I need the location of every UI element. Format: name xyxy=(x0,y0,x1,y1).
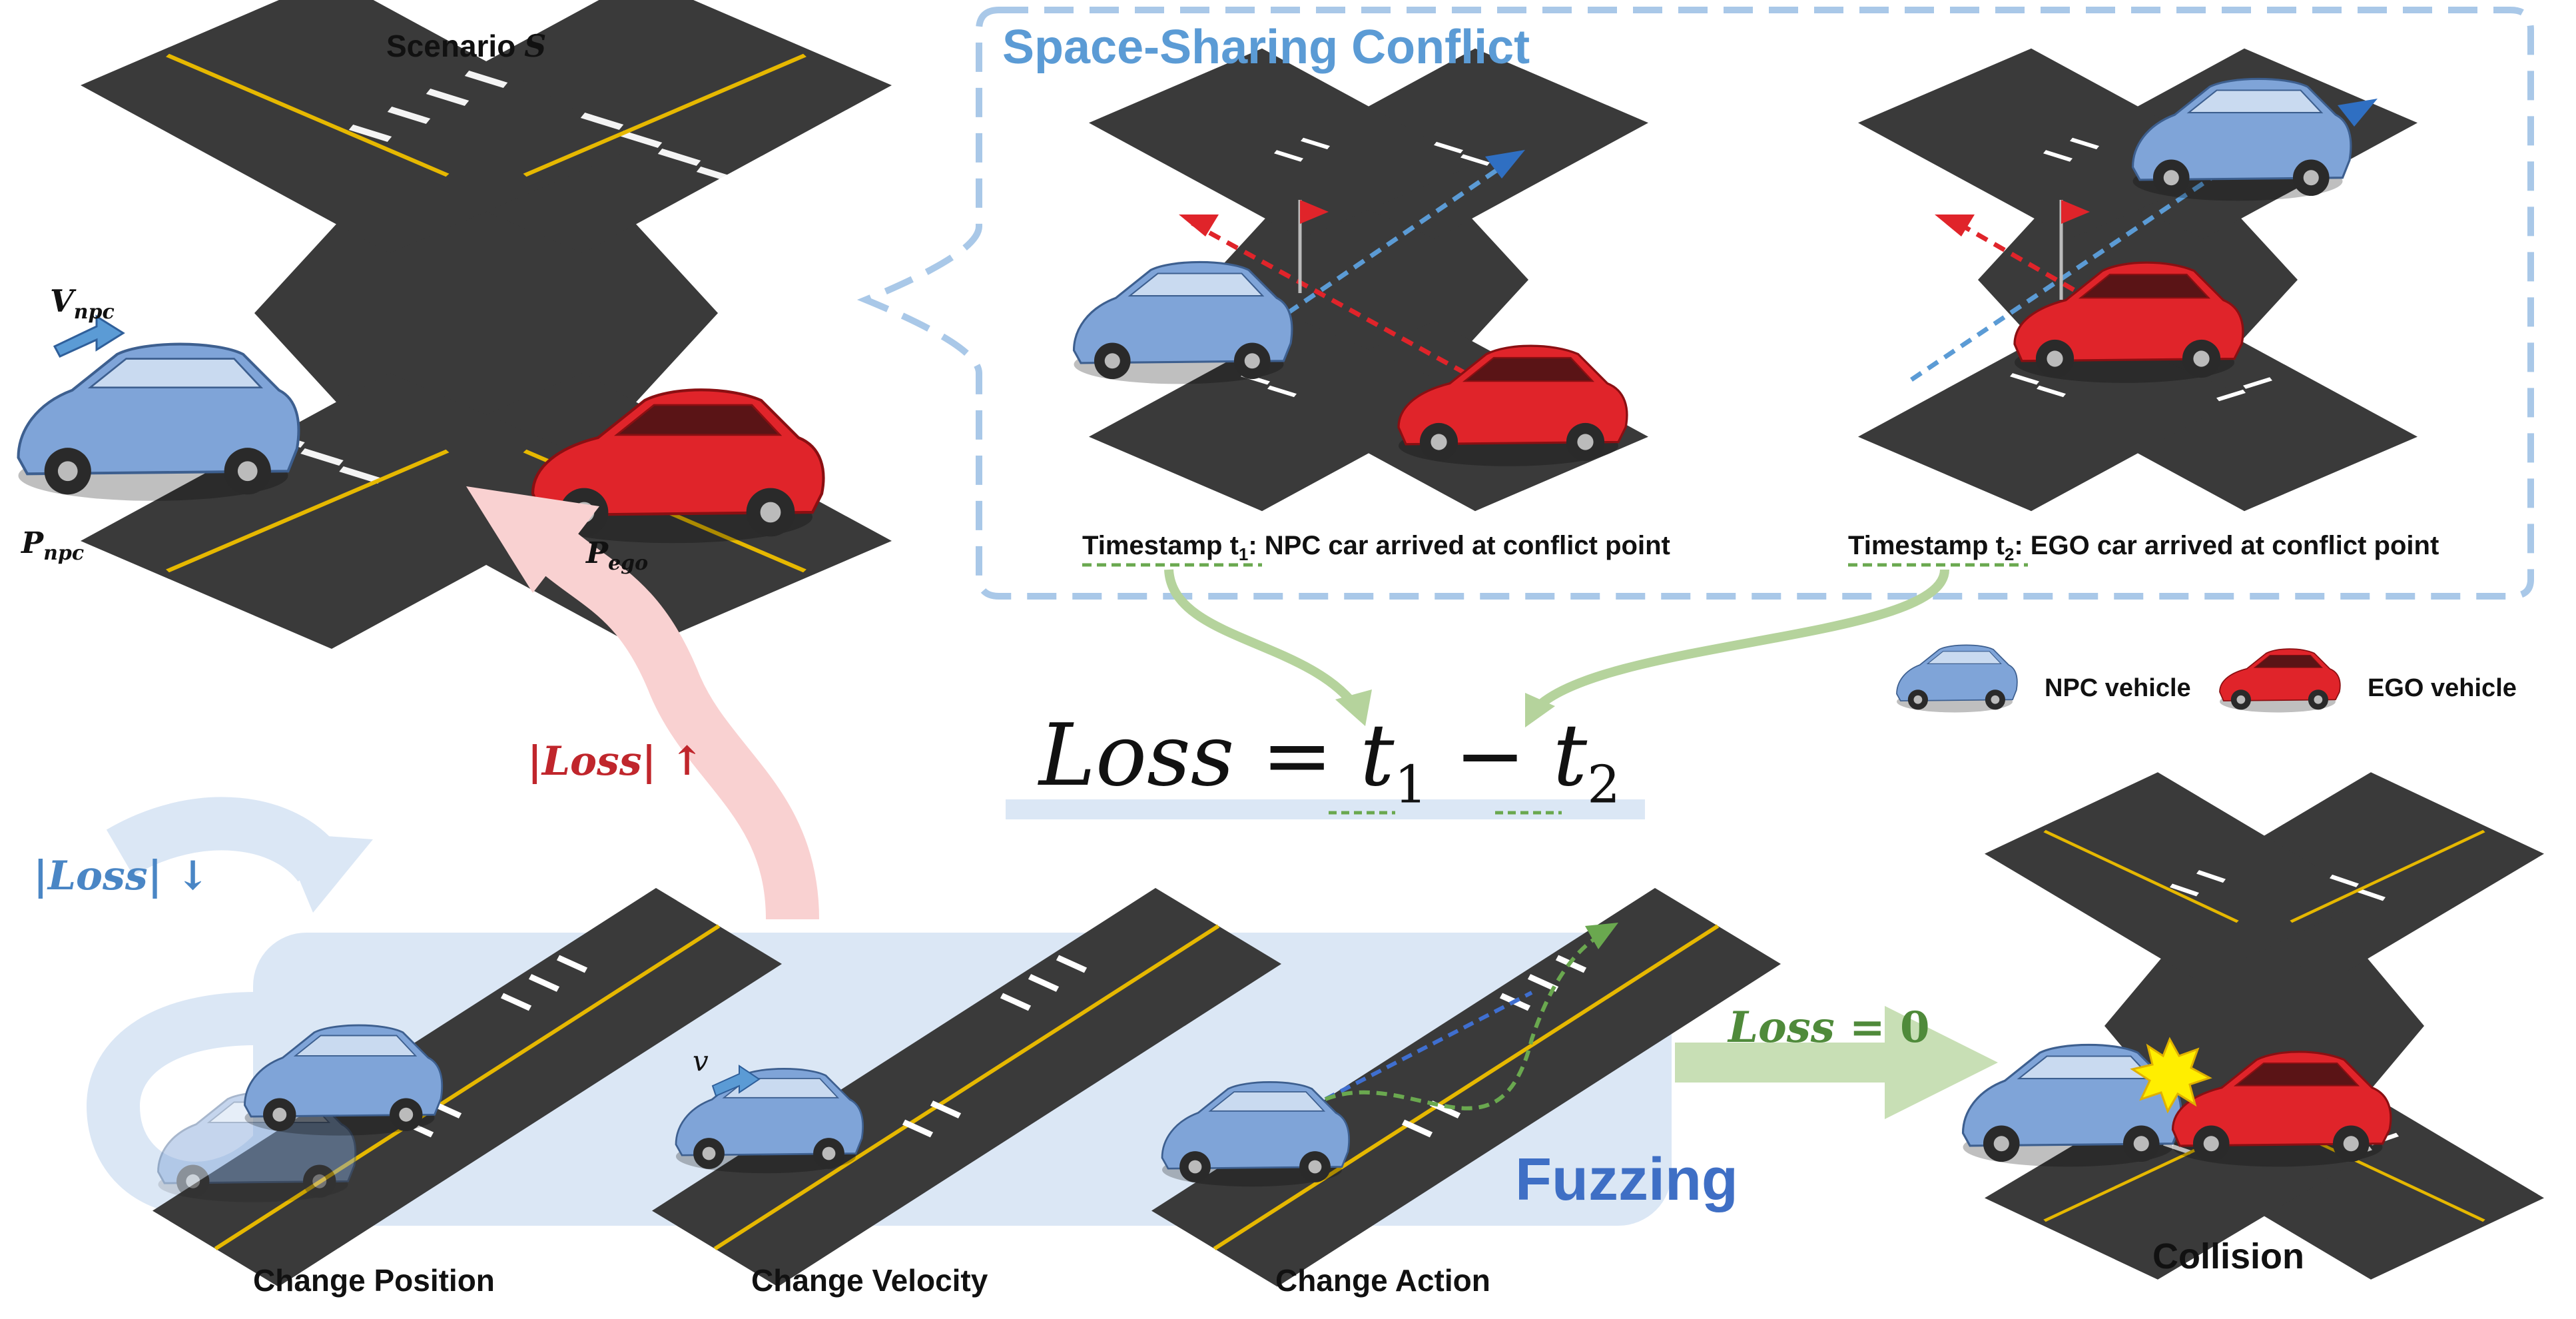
fuzz-velocity-arrow xyxy=(711,1065,761,1097)
conflict-title: Space-Sharing Conflict xyxy=(1002,21,1530,74)
conflict-box-border xyxy=(856,7,2534,600)
t2-link-arrow xyxy=(1535,569,1949,710)
t2-link-arrowhead xyxy=(1525,693,1555,727)
loss-zero-arrow xyxy=(1675,1006,1998,1119)
npc-path-arrowhead-1 xyxy=(1485,150,1525,179)
p-npc-label: Pnpc xyxy=(21,526,85,565)
fuzz-action-arrowhead xyxy=(1585,923,1618,949)
loss-zero-label: Loss = 0 xyxy=(1728,1003,1930,1053)
collision-label: Collision xyxy=(2152,1236,2304,1276)
loss-equation: Loss = t1 − t2 xyxy=(1039,706,1620,815)
loss-up-arrowhead xyxy=(466,486,599,593)
t1-link-arrow xyxy=(1164,569,1359,709)
npc-path-arrowhead-2 xyxy=(2338,99,2378,127)
ego-path-1 xyxy=(1191,220,1466,376)
collision-intersection xyxy=(1985,772,2544,1280)
v-npc-label: Vnpc xyxy=(50,283,115,324)
npc-car-panel-1 xyxy=(1072,260,1293,385)
loss-down-label: |Loss| ↓ xyxy=(33,853,210,899)
conflict-panel-1-road xyxy=(1089,48,1648,512)
t1-link-arrowhead xyxy=(1335,689,1372,726)
collision-burst xyxy=(2130,1037,2212,1114)
fuzz-action-curved-path xyxy=(1324,931,1606,1110)
equation-underbar xyxy=(1006,799,1645,819)
conflict-caption-2: Timestamp t2: EGO car arrived at conflic… xyxy=(1848,531,2439,564)
scenario-intersection xyxy=(80,0,892,649)
loss-down-arrowhead xyxy=(280,833,373,913)
conflict-caption-1: Timestamp t1: NPC car arrived at conflic… xyxy=(1082,531,1670,564)
npc-velocity-arrow xyxy=(53,314,125,358)
loss-up-arrow xyxy=(542,532,819,920)
legend-npc-label: NPC vehicle xyxy=(2045,674,2191,702)
step-change-velocity: Change Velocity xyxy=(751,1263,988,1298)
step-change-action: Change Action xyxy=(1275,1263,1490,1298)
loss-up-label: |Loss| ↑ xyxy=(527,738,704,785)
p-ego-label: Pego xyxy=(586,536,649,575)
fuzzing-title: Fuzzing xyxy=(1515,1146,1738,1213)
legend-ego-label: EGO vehicle xyxy=(2368,674,2517,702)
fuzz-action-straight-path xyxy=(1324,991,1533,1101)
step-change-position: Change Position xyxy=(253,1263,495,1298)
ego-path-arrowhead-2 xyxy=(1935,215,1975,236)
ego-path-2 xyxy=(1957,220,2093,302)
conflict-flag-1 xyxy=(1298,200,1329,293)
legend-ego-car xyxy=(2219,648,2341,713)
conflict-flag-2 xyxy=(2059,200,2090,300)
ego-path-arrowhead-1 xyxy=(1179,215,1219,236)
fuzz-v-label: v xyxy=(693,1045,709,1077)
npc-car-scenario xyxy=(18,344,298,501)
scenario-title: Scenario S xyxy=(386,28,547,64)
fuzz-road-velocity xyxy=(652,888,1281,1287)
npc-path-1 xyxy=(1237,158,1513,348)
legend-npc-car xyxy=(1896,644,2018,713)
